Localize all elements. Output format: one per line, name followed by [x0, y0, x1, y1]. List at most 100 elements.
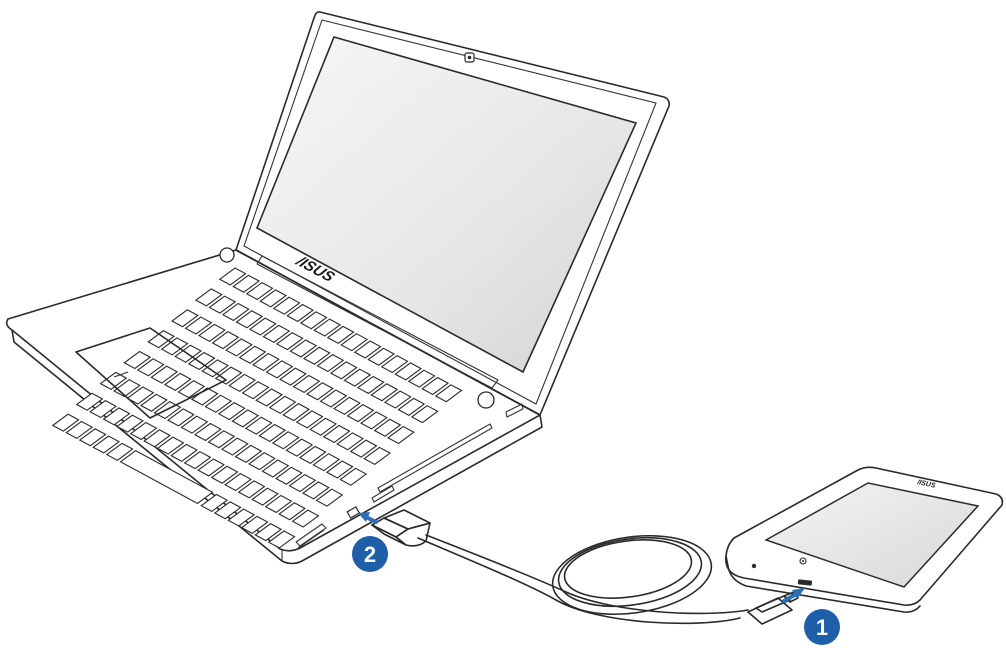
keyboard-key [204, 394, 233, 413]
keyboard-key [339, 467, 368, 486]
keyboard-key [336, 432, 365, 451]
keyboard-key [193, 422, 222, 442]
keyboard-key [268, 395, 297, 414]
keyboard-key [232, 274, 261, 293]
keyboard-key [353, 340, 382, 359]
keyboard-key [105, 442, 134, 461]
keyboard-key [139, 393, 168, 412]
keyboard-key [143, 429, 171, 448]
keyboard-key [306, 382, 334, 401]
keyboard-key [51, 413, 80, 432]
keyboard-key [150, 365, 179, 384]
callout-badge-1: 1 [804, 609, 840, 645]
keyboard-key [187, 351, 216, 371]
keyboard-key [367, 347, 396, 366]
keyboard-key [102, 407, 131, 426]
keyboard-key [160, 337, 189, 356]
keyboard-key [227, 508, 256, 527]
keyboard-key [252, 352, 280, 372]
tablet-camera-icon [799, 557, 807, 565]
keyboard-key [329, 361, 358, 380]
keyboard-key [298, 445, 327, 465]
keyboard-key [214, 366, 243, 385]
keyboard-key [166, 408, 195, 427]
keyboard-key [421, 376, 450, 396]
keyboard-key [292, 374, 321, 394]
keyboard-key [238, 345, 267, 364]
keyboard-key [163, 372, 192, 392]
tablet-usb-port [797, 579, 813, 586]
keyboard-key [177, 380, 206, 399]
keyboard-key [129, 421, 158, 441]
keyboard [51, 267, 463, 549]
keyboard-key [180, 415, 209, 434]
keyboard-key [434, 384, 463, 403]
tablet-brand-logo: /ISUS [916, 479, 937, 490]
keyboard-key [275, 332, 304, 351]
tablet-icon: /ISUS [725, 466, 1004, 613]
keyboard-key [279, 367, 307, 386]
keyboard-key [248, 317, 277, 336]
keyboard-key [244, 416, 273, 435]
keyboard-key [213, 501, 242, 520]
keyboard-key [75, 392, 104, 411]
keyboard-key [282, 402, 311, 422]
keyboard-key [407, 369, 436, 388]
keyboard-key [346, 404, 375, 423]
keyboard-key [218, 267, 247, 286]
keyboard-key [231, 409, 260, 428]
keyboard-key [65, 420, 94, 440]
keyboard-key [333, 396, 361, 415]
keyboard-key [356, 375, 385, 395]
keyboard-key [225, 338, 253, 357]
keyboard-key [301, 481, 330, 500]
touchpad [75, 327, 227, 419]
keyboard-key [286, 303, 315, 323]
keyboard-key [264, 494, 293, 514]
keyboard-key [228, 373, 257, 393]
keyboard-key [340, 333, 369, 352]
keyboard-key [316, 353, 345, 373]
keyboard-key [207, 430, 236, 449]
keyboard-key [387, 425, 415, 445]
keyboard-key [274, 466, 303, 485]
keyboard-key [313, 318, 342, 337]
usb-a-plug [371, 509, 431, 547]
keyboard-key [92, 435, 121, 454]
keyboard-key [262, 324, 291, 343]
keyboard-key [126, 386, 155, 405]
keyboard-key [394, 362, 423, 381]
keyboard-key [210, 465, 239, 484]
keyboard-key [78, 428, 107, 447]
keyboard-key [291, 509, 320, 528]
keyboard-key [251, 487, 279, 506]
keyboard-key [373, 418, 402, 437]
keyboard-key [147, 329, 176, 349]
keyboard-key [319, 389, 348, 408]
tablet-screen [764, 482, 980, 588]
keyboard-key [221, 302, 250, 322]
keyboard-key [224, 472, 252, 492]
keyboard-key [363, 446, 392, 466]
keyboard-key [136, 358, 165, 377]
keyboard-key [156, 436, 185, 455]
keyboard-key [198, 323, 226, 342]
keyboard-key [237, 480, 266, 499]
keyboard-key [170, 443, 198, 462]
keyboard-key [309, 417, 338, 436]
keyboard-key [197, 458, 225, 477]
keyboard-key [240, 515, 269, 534]
keyboard-key [259, 289, 288, 308]
keyboard-key [220, 437, 249, 456]
callout-number-2: 2 [364, 542, 376, 567]
keyboard-key [247, 452, 276, 471]
keyboard-key [370, 383, 399, 402]
laptop-icon: /ISUS [5, 11, 670, 565]
keyboard-key [325, 460, 354, 479]
laptop-side-ports [295, 403, 524, 549]
keyboard-key [211, 331, 240, 350]
keyboard-key [194, 288, 223, 307]
connection-arrow-icon [358, 512, 378, 524]
keyboard-key [410, 405, 439, 424]
